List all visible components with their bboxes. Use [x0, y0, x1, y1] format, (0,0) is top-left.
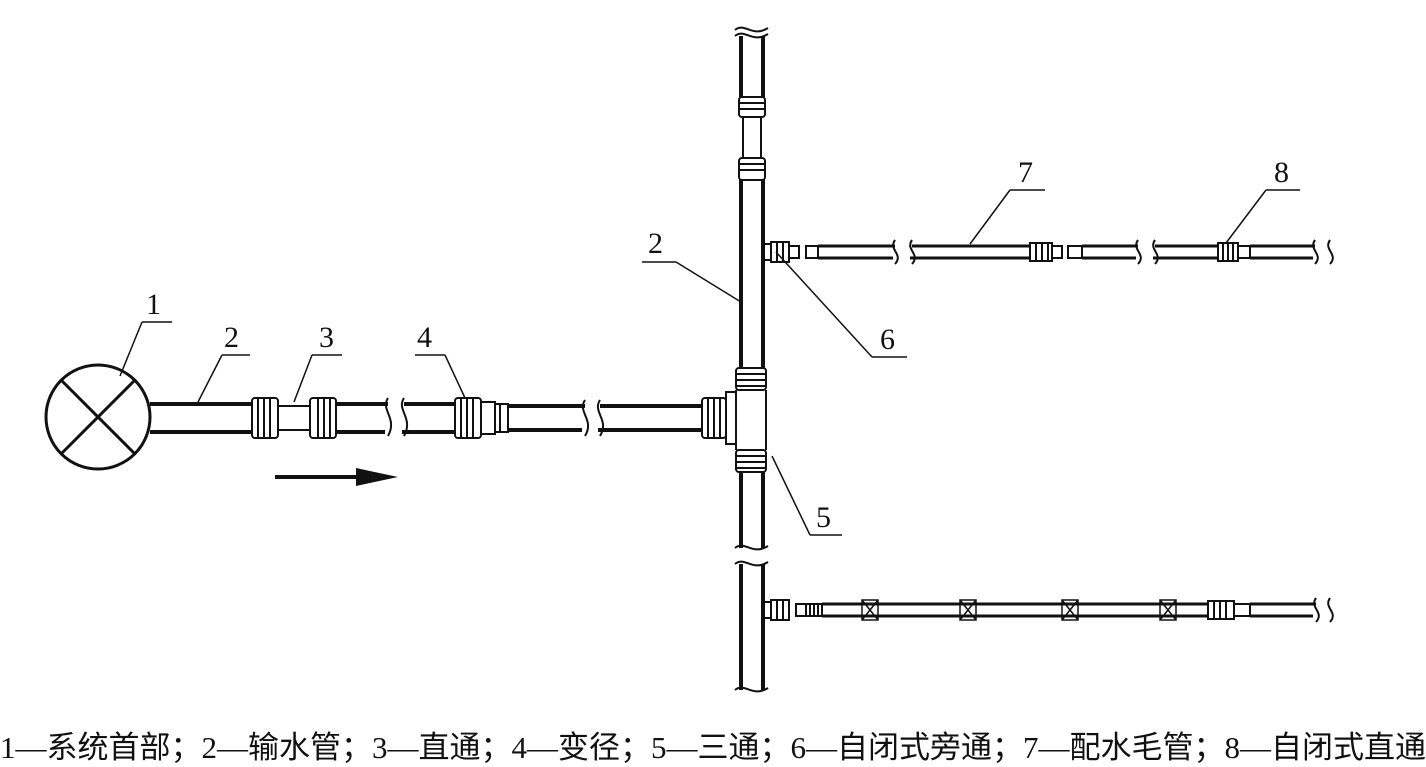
main-pipe-horizontal: [150, 402, 702, 434]
vertical-pipe-break-marks: [734, 26, 769, 693]
label-5: 5: [816, 501, 831, 534]
label-2-vertical: 2: [648, 227, 663, 260]
label-3: 3: [319, 321, 334, 354]
label-7: 7: [1018, 156, 1033, 189]
reducer-fitting: [454, 397, 509, 439]
part-number-labels: 1 2 3 4 2 5 6 7 8: [146, 156, 1289, 534]
irrigation-system-diagram: 1 2 3 4 2 5 6 7 8: [44, 26, 1334, 693]
label-1: 1: [146, 288, 161, 321]
upper-lateral: [762, 239, 1334, 265]
label-2-horizontal: 2: [224, 321, 239, 354]
label-8: 8: [1274, 156, 1289, 189]
vertical-pipe-fittings: [738, 96, 766, 181]
straight-coupling: [251, 397, 337, 439]
flow-direction-arrow: [275, 468, 398, 486]
main-pipe-vertical: [739, 36, 765, 690]
legend-caption: 1—系统首部；2—输水管；3—直通；4—变径；5—三通；6—自闭式旁通；7—配水…: [0, 730, 1426, 765]
lower-lateral: [762, 597, 1334, 623]
leader-lines: [119, 189, 1300, 536]
emitter-marks: [861, 599, 1177, 621]
tee-fitting: [701, 367, 767, 473]
label-4: 4: [417, 321, 432, 354]
system-head-symbol: [44, 363, 152, 471]
pipe-break-marks: [385, 397, 605, 437]
label-6: 6: [880, 323, 895, 356]
